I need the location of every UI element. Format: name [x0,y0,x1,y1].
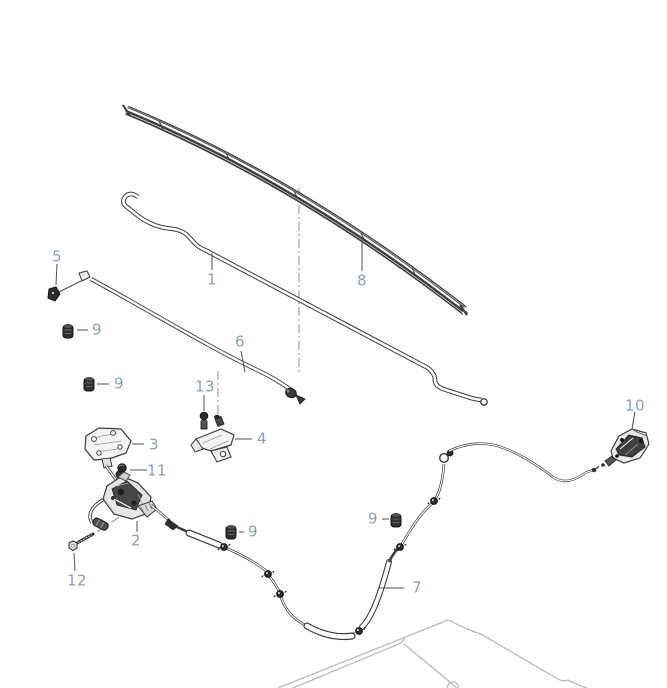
callout-2[interactable]: 2 [130,531,142,550]
callout-8[interactable]: 8 [356,271,368,290]
part-2-hood-latch [88,471,158,531]
part-12-bolt [68,532,95,552]
callout-9[interactable]: 9 [113,374,125,393]
callout-5[interactable]: 5 [51,247,63,266]
part-8-weatherstrip [122,104,468,316]
part-13-bolt [199,411,209,430]
part-10-release-handle [601,428,650,467]
callout-6[interactable]: 6 [234,332,246,351]
callout-11[interactable]: 11 [146,461,168,480]
part-1-prop-rod [121,191,488,406]
callout-9[interactable]: 9 [367,509,379,528]
callout-13[interactable]: 13 [194,377,216,396]
part-3-striker-plate [84,427,132,482]
part-4-bracket [190,414,235,463]
part-7-release-cable [150,442,600,640]
callout-10[interactable]: 10 [624,396,646,415]
leader-lines [55,239,636,589]
callout-4[interactable]: 4 [256,429,268,448]
callout-7[interactable]: 7 [411,578,423,597]
vehicle-hood-outline [277,619,588,688]
part-6-release-rod [78,270,306,405]
callout-3[interactable]: 3 [148,435,160,454]
part-5-rod-clip [47,286,61,302]
callout-1[interactable]: 1 [206,270,218,289]
callout-9[interactable]: 9 [91,320,103,339]
callout-9[interactable]: 9 [247,522,259,541]
callout-12[interactable]: 12 [66,571,88,590]
